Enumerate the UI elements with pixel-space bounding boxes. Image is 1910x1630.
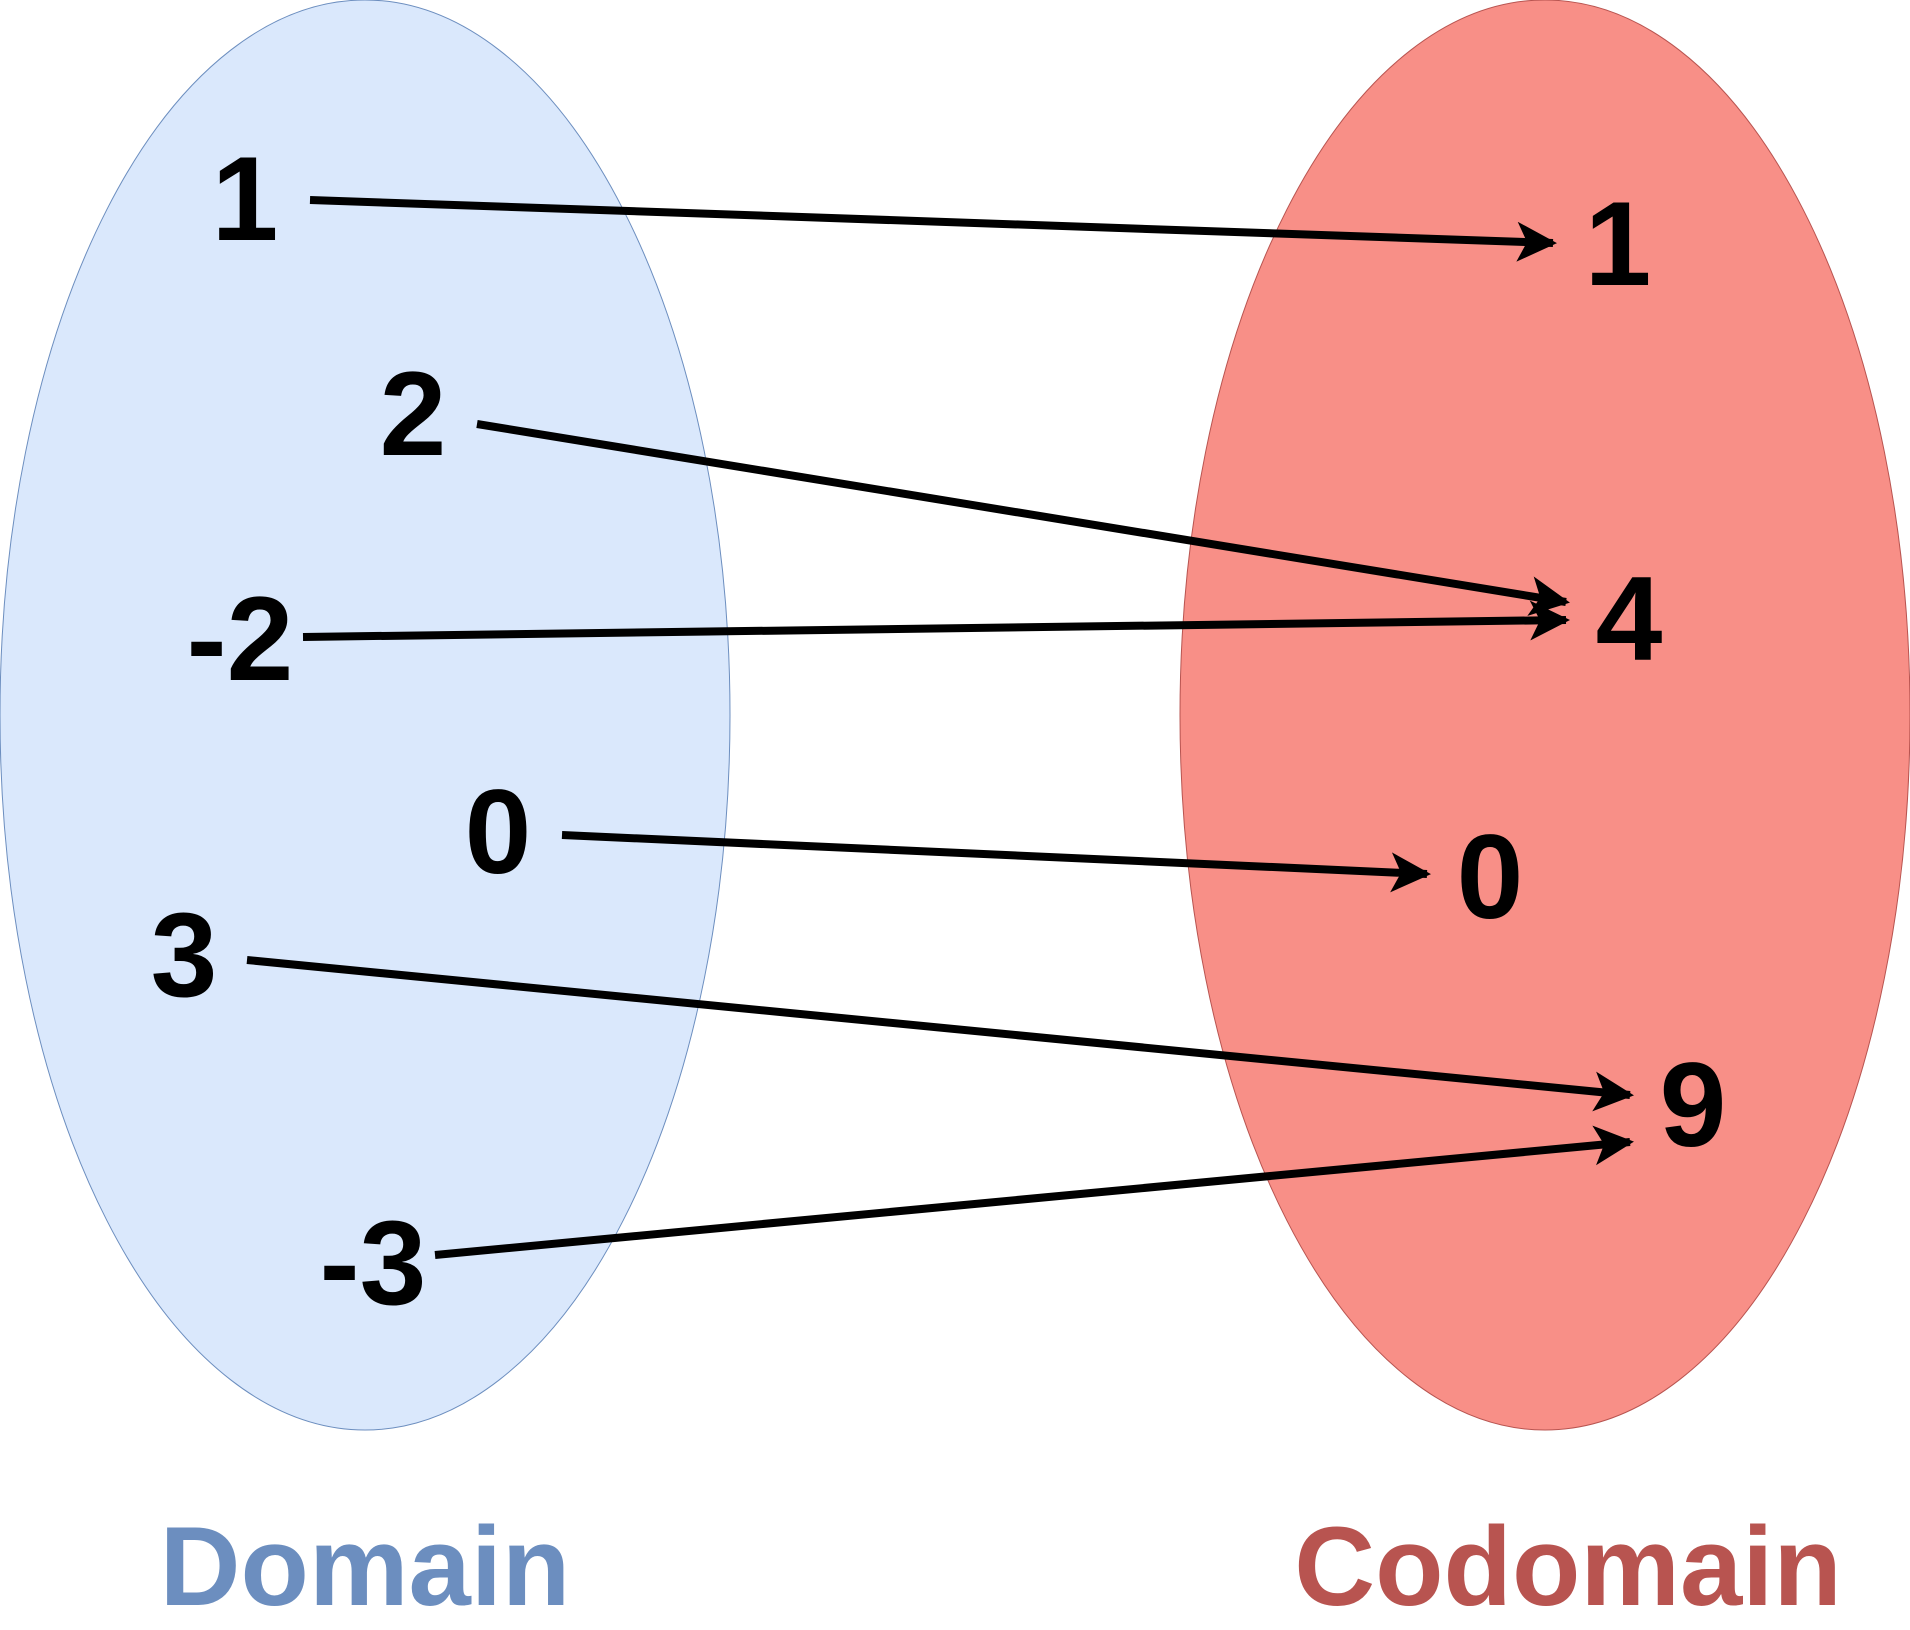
domain-element-0: 0: [465, 765, 532, 899]
codomain-element-0: 0: [1457, 810, 1524, 944]
codomain-element-1: 1: [1585, 177, 1652, 311]
domain-elements: 1 2 -2 0 3 -3: [151, 132, 532, 1330]
arrow-3-to-9: [246, 956, 1634, 1112]
domain-label: Domain: [160, 1504, 571, 1629]
codomain-element-4: 4: [1596, 552, 1663, 686]
domain-element-1: 1: [212, 132, 279, 266]
domain-element-3: 3: [151, 888, 218, 1022]
domain-set-ellipse: [0, 0, 731, 1431]
arrow-neg3-to-9: [434, 1125, 1634, 1259]
arrow-2-to-4: [476, 420, 1570, 616]
codomain-set-ellipse: [1179, 0, 1910, 1431]
arrow-1-to-1: [309, 196, 1557, 262]
codomain-label: Codomain: [1294, 1504, 1842, 1629]
domain-element-neg2: -2: [187, 572, 294, 706]
mapping-arrows: [246, 196, 1634, 1259]
domain-element-2: 2: [380, 347, 447, 481]
codomain-elements: 1 4 0 9: [1457, 177, 1727, 1172]
codomain-element-9: 9: [1660, 1038, 1727, 1172]
arrow-0-to-0: [561, 831, 1431, 893]
domain-element-neg3: -3: [320, 1196, 427, 1330]
arrow-neg2-to-4: [302, 600, 1570, 641]
